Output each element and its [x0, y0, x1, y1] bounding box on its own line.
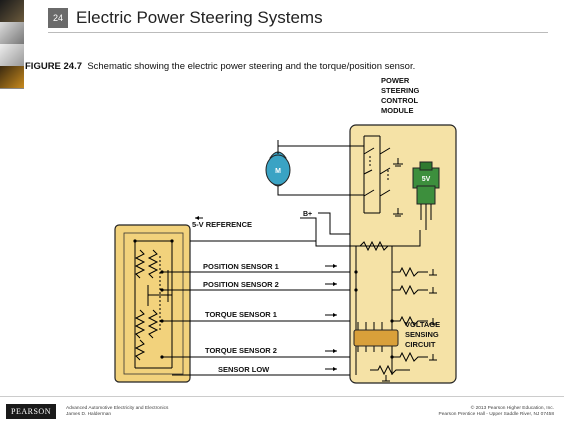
b-plus-wire [318, 212, 350, 235]
ground-symbol [393, 158, 403, 217]
arrow-right-icon [333, 264, 337, 268]
copyright-line: © 2013 Pearson Higher Education, Inc. [470, 406, 554, 411]
publisher-line: Pearson Prentice Hall - Upper Saddle Riv… [438, 412, 554, 417]
arrow-right-icon [333, 367, 337, 371]
arrow-right-icon [333, 313, 337, 317]
thumbnail-strip [0, 0, 24, 100]
thumbnail-image [0, 22, 24, 45]
sensor-inner-frame [123, 232, 184, 375]
voltage-regulator: 5V [412, 161, 440, 230]
module-title-line: STEERING [381, 86, 420, 95]
book-author: James D. Halderman [66, 412, 112, 417]
caption-text: Schematic showing the electric power ste… [87, 61, 416, 72]
signal-label: SENSOR LOW [218, 365, 270, 374]
5v-reference-label: 5-V REFERENCE [192, 220, 252, 229]
schematic-figure: POWER STEERING CONTROL MODULE M 5V [0, 70, 564, 388]
input-resistors [370, 266, 428, 376]
module-title-line: POWER [381, 76, 410, 85]
sensor-box [114, 224, 191, 383]
signal-label: POSITION SENSOR 1 [203, 262, 279, 271]
pearson-logo: PEARSON [6, 404, 56, 419]
motor-label: M [275, 168, 281, 175]
signal-label: POSITION SENSOR 2 [203, 280, 279, 289]
pullup-resistors [355, 240, 393, 375]
title-divider [48, 32, 548, 33]
module-title-line: CONTROL [381, 96, 418, 105]
thumbnail-image [0, 66, 24, 89]
signal-lines: POSITION SENSOR 1 POSITION SENSOR 2 TORQ… [190, 260, 350, 376]
figure-label: FIGURE 24.7 [25, 61, 83, 72]
junction-dots [133, 239, 394, 359]
sensor-potentiometers [134, 240, 190, 376]
voltage-sensing-label: VOLTAGE [405, 320, 440, 329]
book-credit: Advanced Automotive Electricity and Elec… [66, 406, 168, 418]
signal-label: TORQUE SENSOR 1 [205, 310, 277, 319]
voltage-sensing-label: CIRCUIT [405, 340, 436, 349]
b-plus-label: B+ [303, 211, 312, 218]
arrow-right-icon [333, 349, 337, 353]
ground-symbol [382, 269, 437, 382]
module-title-line: MODULE [381, 106, 414, 115]
reference-wire [300, 217, 421, 247]
arrow-right-icon [333, 282, 337, 286]
thumbnail-image [0, 0, 24, 23]
regulator-label: 5V [422, 176, 431, 183]
arrow-left-icon [195, 216, 199, 220]
motor: M [265, 140, 291, 187]
book-title: Advanced Automotive Electricity and Elec… [66, 406, 169, 411]
voltage-sensing-chip [353, 322, 399, 352]
figure-caption: FIGURE 24.7 Schematic showing the electr… [25, 61, 415, 72]
thumbnail-image [0, 44, 24, 67]
voltage-sensing-label: SENSING [405, 330, 439, 339]
copyright: © 2013 Pearson Higher Education, Inc. Pe… [439, 406, 554, 418]
slide-title: Electric Power Steering Systems [76, 8, 323, 27]
h-bridge-switches [363, 135, 391, 214]
schematic-svg: POWER STEERING CONTROL MODULE M 5V [114, 76, 457, 384]
slide-number: 24 [48, 8, 68, 28]
signal-label: TORQUE SENSOR 2 [205, 346, 277, 355]
slide-header: 24 Electric Power Steering Systems [0, 0, 564, 89]
slide-footer: PEARSON Advanced Automotive Electricity … [0, 396, 564, 429]
